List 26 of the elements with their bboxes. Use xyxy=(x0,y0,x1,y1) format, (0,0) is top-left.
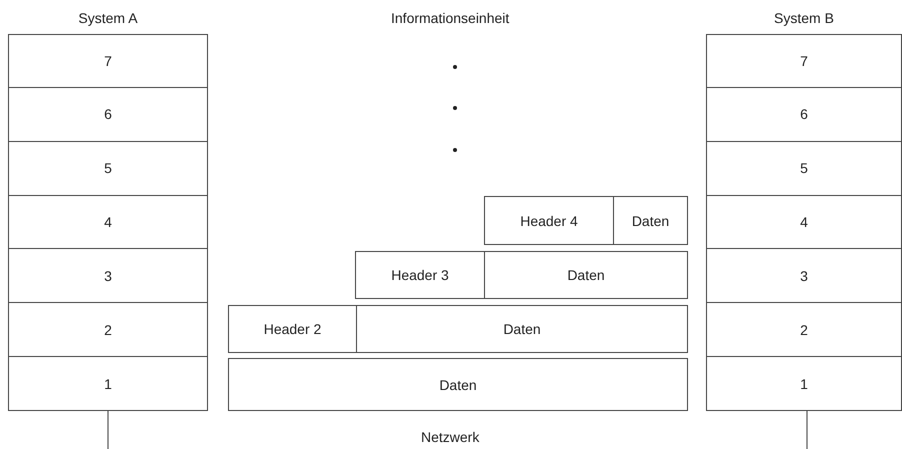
layer-box: 1 xyxy=(8,356,208,411)
layer-box: 6 xyxy=(706,86,902,142)
segment-box: Header 3 xyxy=(355,251,485,299)
layer-box: 7 xyxy=(8,34,208,88)
layer-box: 5 xyxy=(706,140,902,196)
segment-box: Daten xyxy=(613,196,688,245)
segment-box: Daten xyxy=(356,305,688,353)
layer-box: 6 xyxy=(8,86,208,142)
segment-box: Header 4 xyxy=(484,196,614,245)
layer-box: 3 xyxy=(706,248,902,304)
layer-box: 5 xyxy=(8,140,208,196)
layer-box: 2 xyxy=(8,302,208,358)
layer-box: 3 xyxy=(8,248,208,304)
layer-box: 4 xyxy=(8,194,208,250)
layer-box: 7 xyxy=(706,34,902,88)
segment-box: Daten xyxy=(228,358,688,411)
network-line xyxy=(806,410,808,449)
segment-box: Daten xyxy=(484,251,688,299)
stack-title: System A xyxy=(77,10,139,26)
caption-label: Netzwerk xyxy=(421,429,480,445)
caption-label: Informationseinheit xyxy=(391,10,510,26)
stack-title: System B xyxy=(773,10,835,26)
layer-box: 4 xyxy=(706,194,902,250)
segment-box: Header 2 xyxy=(228,305,357,353)
layer-box: 2 xyxy=(706,302,902,358)
layer-box: 1 xyxy=(706,356,902,411)
